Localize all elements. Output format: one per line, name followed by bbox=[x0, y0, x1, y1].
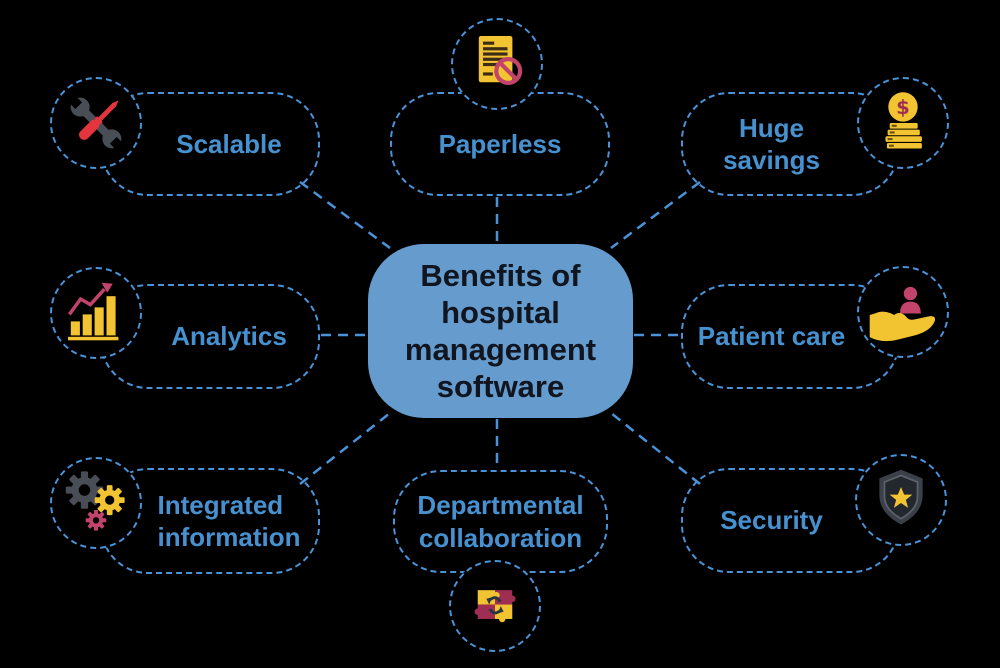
node-departmental-collaboration: Departmental collaboration bbox=[393, 470, 608, 573]
wrench-screwdriver-icon bbox=[50, 77, 142, 169]
shield-star-icon bbox=[855, 454, 947, 546]
node-patient-care: Patient care bbox=[681, 284, 900, 389]
center-title: Benefits of hospital management software bbox=[404, 257, 597, 405]
hand-holding-person-icon bbox=[857, 266, 949, 358]
node-label: Scalable bbox=[176, 128, 282, 159]
svg-text:$: $ bbox=[896, 96, 910, 119]
connector-top-right bbox=[610, 180, 701, 250]
node-label: Analytics bbox=[171, 321, 287, 352]
connector-bottom-right bbox=[610, 412, 701, 485]
connector-top-left bbox=[299, 180, 391, 250]
puzzle-pieces-icon bbox=[449, 560, 541, 652]
money-stack-icon: $ bbox=[857, 77, 949, 169]
node-label: Security bbox=[720, 505, 823, 536]
connector-bottom-left bbox=[299, 412, 391, 485]
no-paper-document-icon bbox=[451, 18, 543, 110]
node-label: Patient care bbox=[697, 321, 846, 352]
node-integrated-information: Integrated information bbox=[100, 468, 320, 574]
gears-icon bbox=[50, 457, 142, 549]
node-security: Security bbox=[681, 468, 900, 573]
node-huge-savings: Huge savings bbox=[681, 92, 900, 196]
node-label: Departmental collaboration bbox=[417, 490, 584, 553]
node-label: Paperless bbox=[438, 128, 562, 159]
bar-chart-growth-icon bbox=[50, 267, 142, 359]
center-node: Benefits of hospital management software bbox=[368, 244, 633, 418]
node-label: Integrated information bbox=[157, 489, 301, 553]
node-label: Huge savings bbox=[723, 112, 820, 176]
